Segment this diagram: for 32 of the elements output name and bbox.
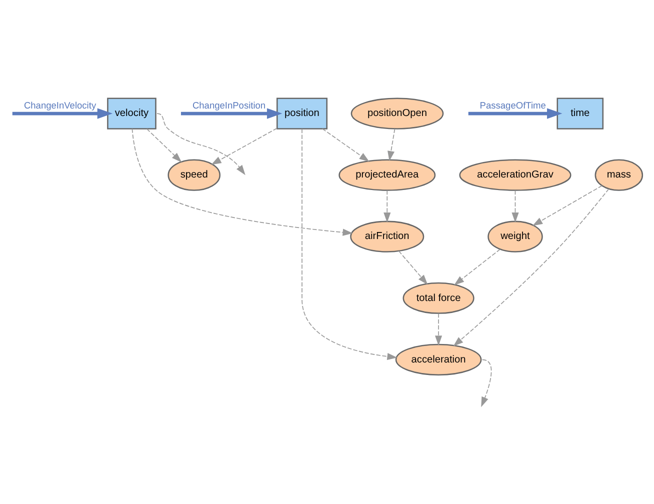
node-ellipse: positionOpen bbox=[350, 97, 444, 129]
arrow bbox=[211, 127, 278, 164]
arrow bbox=[532, 184, 602, 226]
node-box: velocity bbox=[107, 97, 156, 129]
arrow bbox=[322, 128, 370, 162]
arrow bbox=[388, 128, 396, 161]
edge-label: ChangeInPosition bbox=[192, 100, 266, 110]
node-ellipse: airFriction bbox=[350, 220, 424, 252]
arrow bbox=[512, 189, 519, 222]
arrow bbox=[180, 108, 282, 118]
node-box: time bbox=[556, 97, 604, 129]
arrow bbox=[146, 128, 182, 162]
arrow bbox=[453, 188, 610, 346]
arrow bbox=[435, 312, 442, 346]
node-ellipse: total force bbox=[402, 282, 474, 314]
node-ellipse: acceleration bbox=[395, 343, 482, 375]
arrow bbox=[132, 128, 353, 236]
node-ellipse: projectedArea bbox=[338, 158, 436, 190]
node-ellipse: weight bbox=[488, 220, 543, 252]
node-ellipse: mass bbox=[594, 158, 644, 190]
arrow bbox=[302, 128, 398, 360]
node-ellipse: accelerationGrav bbox=[459, 158, 572, 190]
arrow bbox=[156, 112, 246, 175]
arrow bbox=[454, 248, 500, 285]
edge-label: ChangeInVelocity bbox=[24, 100, 96, 110]
arrow bbox=[384, 189, 391, 222]
node-box: position bbox=[276, 97, 328, 129]
arrow bbox=[468, 108, 562, 118]
node-ellipse: speed bbox=[168, 158, 220, 190]
arrow bbox=[398, 250, 428, 284]
edge-label: PassageOfTime bbox=[480, 100, 546, 110]
arrow bbox=[12, 108, 113, 118]
